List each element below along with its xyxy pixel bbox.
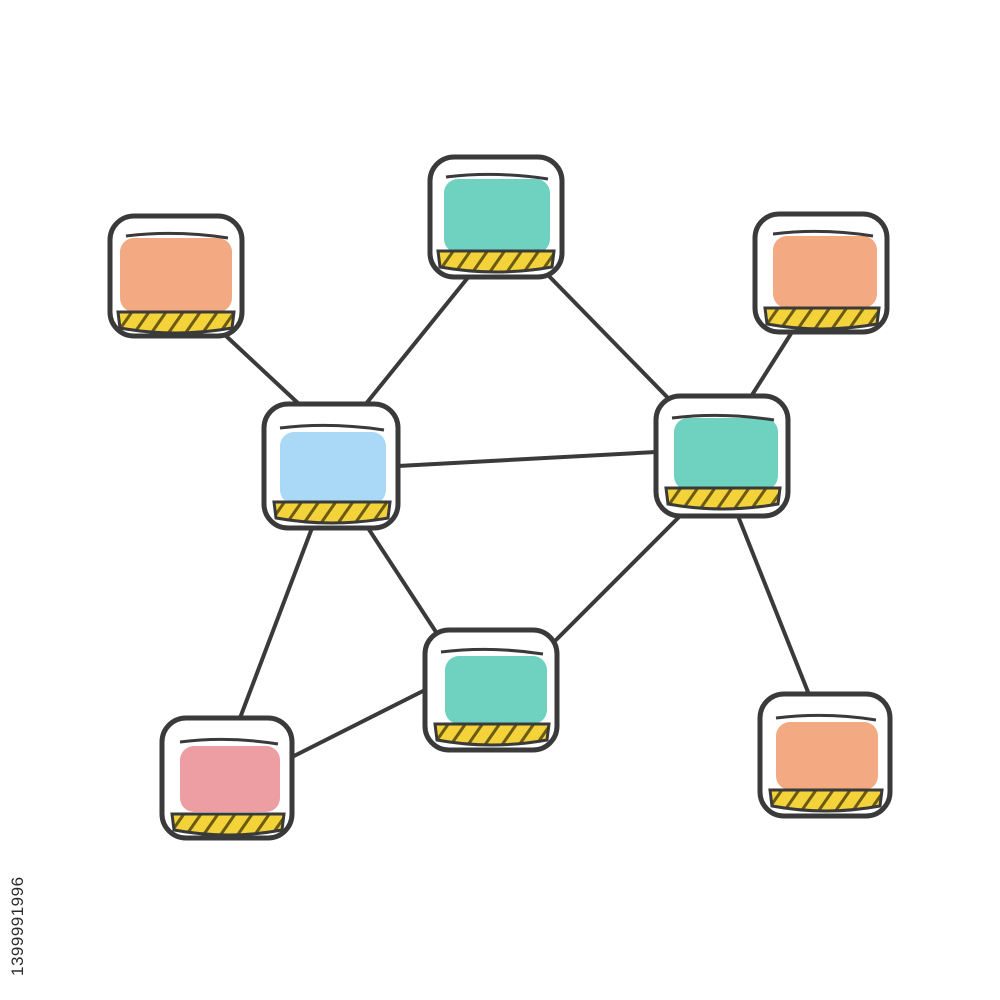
node-top-left (107, 213, 245, 339)
node-bottom-center (422, 627, 560, 753)
node-center-left (261, 401, 401, 531)
stock-id-text: 1399991996 (8, 876, 27, 976)
node-bottom-right (757, 691, 893, 819)
node-center-right (653, 393, 791, 519)
edge-centerleft-bottomleft (238, 526, 314, 720)
node-top-center (427, 154, 565, 280)
node-bottom-left (159, 715, 295, 841)
stock-id-watermark: 1399991996 (4, 750, 34, 980)
edge-topright-centerright (750, 330, 794, 397)
edge-centerright-bottomright (736, 514, 810, 694)
node-top-right (752, 211, 890, 335)
edge-centerleft-centerright (396, 450, 658, 468)
edge-top-centerleft (363, 273, 472, 407)
edge-centerright-bottommid (554, 510, 686, 642)
edge-top-centerright (543, 270, 672, 402)
connection-lines (223, 270, 810, 758)
edge-centerleft-bottommid (366, 526, 438, 634)
edge-topleft-centerleft (223, 333, 302, 407)
edge-bottommid-bottomleft (292, 688, 427, 758)
